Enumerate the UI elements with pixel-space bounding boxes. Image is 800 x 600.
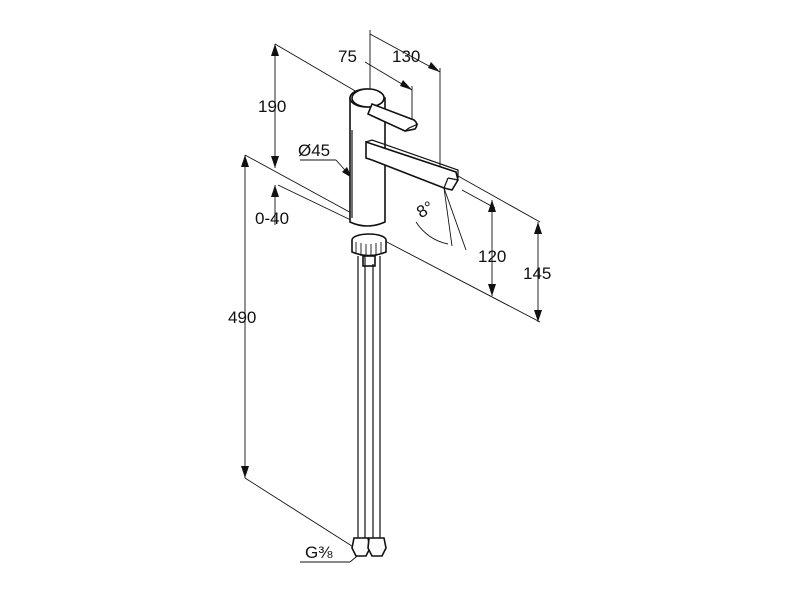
dim-490-label: 490 — [228, 308, 256, 327]
thread-label: G⅜ — [305, 543, 333, 562]
dim-angle-label: 8° — [413, 197, 437, 222]
mounting-base — [351, 233, 387, 267]
dim-145-label: 145 — [523, 264, 551, 283]
dim-0-40-label: 0-40 — [255, 209, 289, 228]
dim-diameter-label: Ø45 — [298, 141, 330, 160]
supply-hoses — [357, 256, 381, 538]
dimension-lines — [241, 30, 542, 563]
faucet-body — [349, 88, 386, 227]
dim-75-label: 75 — [338, 47, 357, 66]
lever-handle — [366, 102, 419, 132]
dimension-labels: 75 130 190 Ø45 0-40 8° 120 145 490 G⅜ — [228, 47, 551, 562]
dim-130-label: 130 — [392, 47, 420, 66]
spout — [365, 139, 459, 191]
dim-190-label: 190 — [258, 97, 286, 116]
hose-connectors — [351, 537, 387, 557]
dim-120-label: 120 — [478, 247, 506, 266]
